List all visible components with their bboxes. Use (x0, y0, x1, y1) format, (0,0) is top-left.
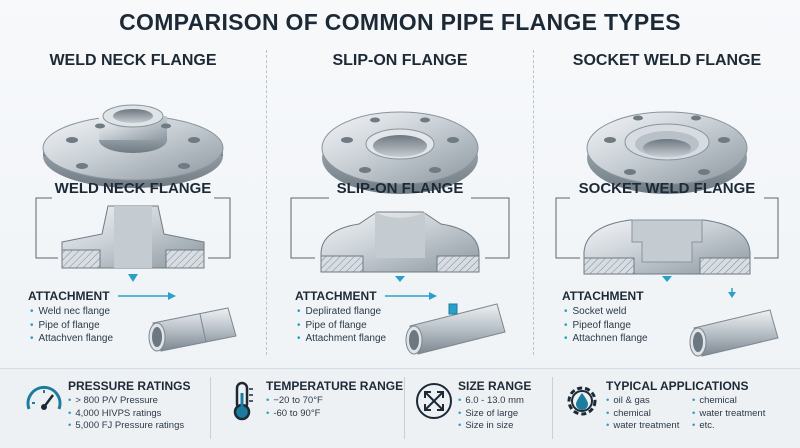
socket-weld-column: SOCKET WELD FLANGE SOCKET WELD FLANGE (534, 40, 800, 362)
panel-list-col1: oil & gas chemical water treatment (606, 395, 679, 433)
list-item: 5,000 FJ Pressure ratings (68, 420, 184, 433)
panel-divider (404, 377, 405, 439)
expand-arrows-icon (416, 383, 452, 419)
pressure-ratings-panel: PRESSURE RATINGS > 800 P/V Pressure 4,00… (24, 373, 204, 443)
panel-title: SIZE RANGE (458, 379, 532, 393)
attachment-list: Socket weld Pipeof flange Attachnen flan… (564, 305, 648, 346)
list-item: > 800 P/V Pressure (68, 395, 184, 408)
panel-list: > 800 P/V Pressure 4,000 HIVPS ratings 5… (68, 395, 184, 433)
column-heading: SLIP-ON FLANGE (332, 52, 468, 69)
list-item: Weld nec flange (30, 305, 113, 319)
attachment-list: Deplirated flange Pipe of flange Attachm… (297, 305, 387, 346)
list-item: water treatment (692, 408, 765, 421)
socket-weld-flange-illustration (586, 111, 748, 194)
list-item: Socket weld (564, 305, 648, 319)
list-item: Size in size (458, 420, 524, 433)
list-item: Deplirated flange (297, 305, 386, 319)
weld-neck-flange-illustration (42, 104, 224, 188)
list-item: 6.0 - 13.0 mm (458, 395, 524, 408)
size-range-panel: SIZE RANGE 6.0 - 13.0 mm Size of large S… (414, 373, 544, 443)
bracket-lines (555, 197, 779, 259)
cross-section-label: SOCKET WELD FLANGE (578, 180, 756, 197)
list-item: Size of large (458, 408, 524, 421)
list-item: Pipeof flange (564, 319, 648, 333)
list-item: water treatment (606, 420, 679, 433)
list-item: etc. (692, 420, 765, 433)
panel-list: −20 to 70°F -60 to 90°F (266, 395, 323, 420)
list-item: −20 to 70°F (266, 395, 323, 408)
panel-list-col2: chemical water treatment etc. (692, 395, 765, 433)
gauge-icon (26, 386, 62, 410)
column-divider (266, 50, 267, 355)
panel-title: TEMPERATURE RANGE (266, 379, 404, 393)
panel-divider (210, 377, 211, 439)
typical-applications-panel: TYPICAL APPLICATIONS oil & gas chemical … (562, 373, 796, 443)
list-item: -60 to 90°F (266, 408, 323, 421)
weld-neck-cross-section (61, 205, 205, 282)
list-item: 4,000 HIVPS ratings (68, 408, 184, 421)
panel-title: TYPICAL APPLICATIONS (606, 379, 749, 393)
attachment-title: ATTACHMENT (28, 289, 110, 303)
slip-on-flange-illustration (321, 111, 479, 194)
slip-on-pipe-illustration (385, 292, 506, 355)
attachment-title: ATTACHMENT (562, 289, 644, 303)
list-item: chemical (692, 395, 765, 408)
weld-neck-column: WELD NECK FLANGE WELD NECK FLANGE (0, 40, 266, 362)
socket-weld-pipe-illustration (689, 288, 779, 357)
bracket-lines (35, 197, 231, 259)
slip-on-cross-section (320, 211, 480, 282)
list-item: Attachven flange (30, 332, 114, 346)
bracket-lines (290, 197, 510, 259)
column-heading: SOCKET WELD FLANGE (572, 52, 762, 69)
list-item: chemical (606, 408, 679, 421)
attachment-title: ATTACHMENT (295, 289, 377, 303)
cross-section-label: SLIP-ON FLANGE (336, 180, 464, 197)
cross-section-label: WELD NECK FLANGE (54, 180, 212, 197)
socket-weld-cross-section (583, 219, 751, 282)
panel-title: PRESSURE RATINGS (68, 379, 191, 393)
attachment-list: Weld nec flange Pipe of flange Attachven… (30, 305, 114, 346)
list-item: Pipe of flange (297, 319, 386, 333)
slip-on-column: SLIP-ON FLANGE SLIP-ON FLANGE ATTACHMENT (267, 40, 533, 362)
list-item: oil & gas (606, 395, 679, 408)
panel-divider (552, 377, 553, 439)
list-item: Attachment flange (297, 332, 387, 346)
thermometer-icon (233, 381, 253, 421)
page-title: COMPARISON OF COMMON PIPE FLANGE TYPES (119, 9, 681, 35)
gear-drop-icon (567, 386, 597, 416)
list-item: Attachnen flange (564, 332, 648, 346)
column-heading: WELD NECK FLANGE (49, 52, 217, 69)
weld-neck-pipe-illustration (118, 292, 237, 352)
temperature-range-panel: TEMPERATURE RANGE −20 to 70°F -60 to 90°… (222, 373, 404, 443)
column-divider (533, 50, 534, 355)
specs-bar: PRESSURE RATINGS > 800 P/V Pressure 4,00… (0, 368, 800, 448)
list-item: Pipe of flange (30, 319, 113, 333)
panel-list: 6.0 - 13.0 mm Size of large Size in size (458, 395, 524, 433)
